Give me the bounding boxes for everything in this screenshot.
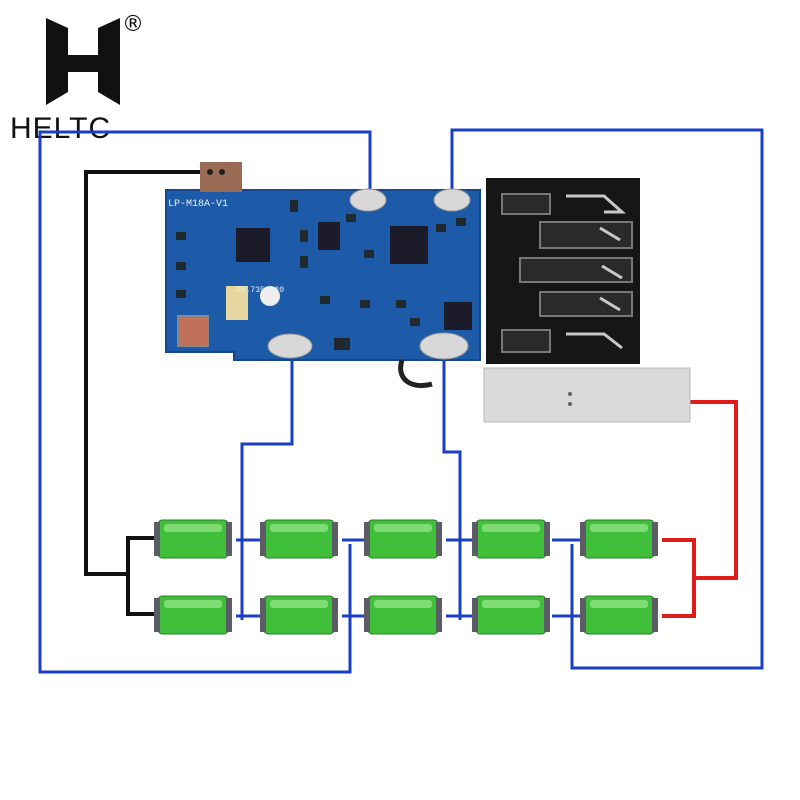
ic-chip — [318, 222, 340, 250]
mounting-hole — [260, 286, 280, 306]
battery-cell — [472, 595, 550, 635]
negative-wire — [84, 170, 210, 576]
registered-mark: ® — [122, 12, 144, 37]
positive-bus — [662, 538, 696, 618]
battery-cell — [260, 595, 338, 635]
pcb-board: LP-M18A-V1 25.735.920 — [165, 162, 481, 361]
battery-cell — [154, 519, 232, 559]
pad-b-left — [349, 188, 387, 212]
nickel-strip — [483, 367, 691, 423]
pad-b-right — [433, 188, 471, 212]
wire-b-outer-left — [38, 130, 372, 674]
battery-cell — [364, 595, 442, 635]
battery-cell — [364, 519, 442, 559]
battery-cell — [260, 519, 338, 559]
series-links — [236, 538, 584, 618]
logo-h-mark — [46, 18, 120, 105]
thermistor — [398, 359, 433, 388]
reset-button — [177, 315, 209, 347]
connector-header — [200, 162, 242, 192]
wire-b-outer-right — [450, 128, 764, 670]
battery-cell — [580, 595, 658, 635]
battery-cells — [154, 519, 658, 635]
wire-b2 — [442, 346, 462, 620]
battery-cell — [580, 519, 658, 559]
pad-b2 — [419, 332, 469, 360]
balance-wires — [38, 128, 764, 674]
terminal-block — [486, 178, 640, 364]
negative-bus — [126, 536, 158, 616]
battery-cell — [154, 595, 232, 635]
ic-chip — [236, 228, 270, 262]
board-code-label: 25.735.920 — [236, 286, 284, 295]
board-model-label: LP-M18A-V1 — [168, 199, 228, 210]
ic-chip — [444, 302, 472, 330]
pin-header — [226, 286, 248, 320]
ic-chip — [390, 226, 428, 264]
battery-cell — [472, 519, 550, 559]
pad-b1 — [267, 333, 313, 359]
brand-name: HELTC — [10, 112, 112, 145]
wire-b1 — [240, 346, 294, 620]
positive-wire — [690, 400, 738, 580]
